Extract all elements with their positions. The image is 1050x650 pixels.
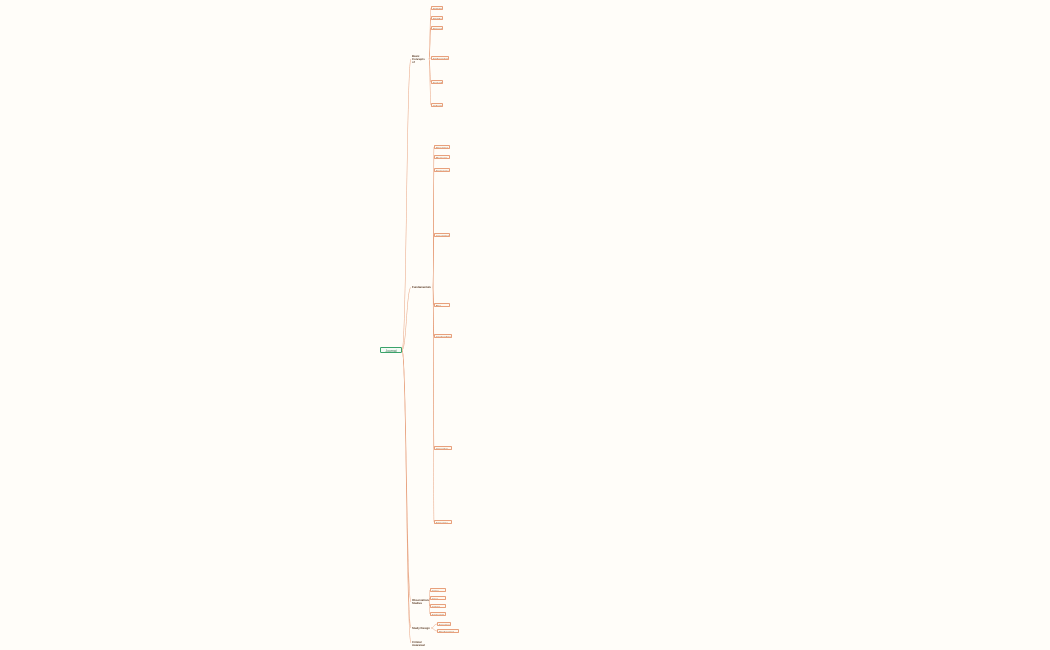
leaf-determinants[interactable]: Determinants bbox=[431, 26, 443, 30]
leaf-screening[interactable]: Screening bbox=[434, 520, 452, 524]
connector-11 bbox=[432, 234, 435, 288]
connector-6 bbox=[428, 58, 432, 106]
leaf-frequency[interactable]: Frequency bbox=[434, 168, 450, 172]
branch-critical-appraisal[interactable]: Critical Appraisal bbox=[412, 640, 425, 646]
connector-15 bbox=[432, 287, 435, 523]
root-node[interactable]: Journal Club bbox=[380, 347, 402, 353]
leaf-case-control[interactable]: Case-control study bbox=[430, 596, 446, 600]
branch-basic-concepts[interactable]: Basic Concepts of Epidemiology bbox=[412, 54, 429, 64]
leaf-interaction[interactable]: Interaction bbox=[434, 446, 452, 450]
branch-observational[interactable]: Observational Studies bbox=[412, 598, 429, 605]
leaf-definition[interactable]: Definition bbox=[431, 6, 443, 10]
leaf-association[interactable]: Association bbox=[434, 233, 450, 237]
connector-23 bbox=[430, 627, 438, 632]
connector-3 bbox=[428, 27, 432, 60]
branch-study-design[interactable]: Study Design bbox=[412, 626, 430, 630]
connector-20 bbox=[428, 601, 431, 615]
leaf-epi-triad[interactable]: Epidemiologic Triad bbox=[431, 56, 449, 60]
leaf-evaluation[interactable]: Evaluation bbox=[431, 80, 443, 84]
leaf-measures[interactable]: Measures bbox=[434, 155, 450, 159]
leaf-indicators[interactable]: Indicators bbox=[431, 103, 443, 107]
leaf-distribution[interactable]: Distribution bbox=[431, 16, 443, 20]
leaf-cohort[interactable]: Cohort study bbox=[430, 604, 446, 608]
leaf-experimental[interactable]: Experimental bbox=[437, 622, 451, 626]
leaf-rct[interactable]: Randomized controlled trial bbox=[437, 629, 459, 633]
leaf-ecological[interactable]: Ecological study bbox=[430, 612, 446, 616]
leaf-population[interactable]: Population bbox=[434, 145, 450, 149]
leaf-bias[interactable]: Bias bbox=[434, 303, 450, 307]
connector-7 bbox=[401, 287, 412, 351]
connector-4 bbox=[428, 57, 432, 60]
branch-fundamentals[interactable]: Fundamentals bbox=[412, 285, 431, 289]
connector-24 bbox=[401, 349, 412, 644]
connector-0 bbox=[401, 58, 412, 351]
leaf-confounding[interactable]: Confounding bbox=[434, 334, 452, 338]
leaf-cross-sectional[interactable]: Cross-sectional study bbox=[430, 588, 446, 592]
